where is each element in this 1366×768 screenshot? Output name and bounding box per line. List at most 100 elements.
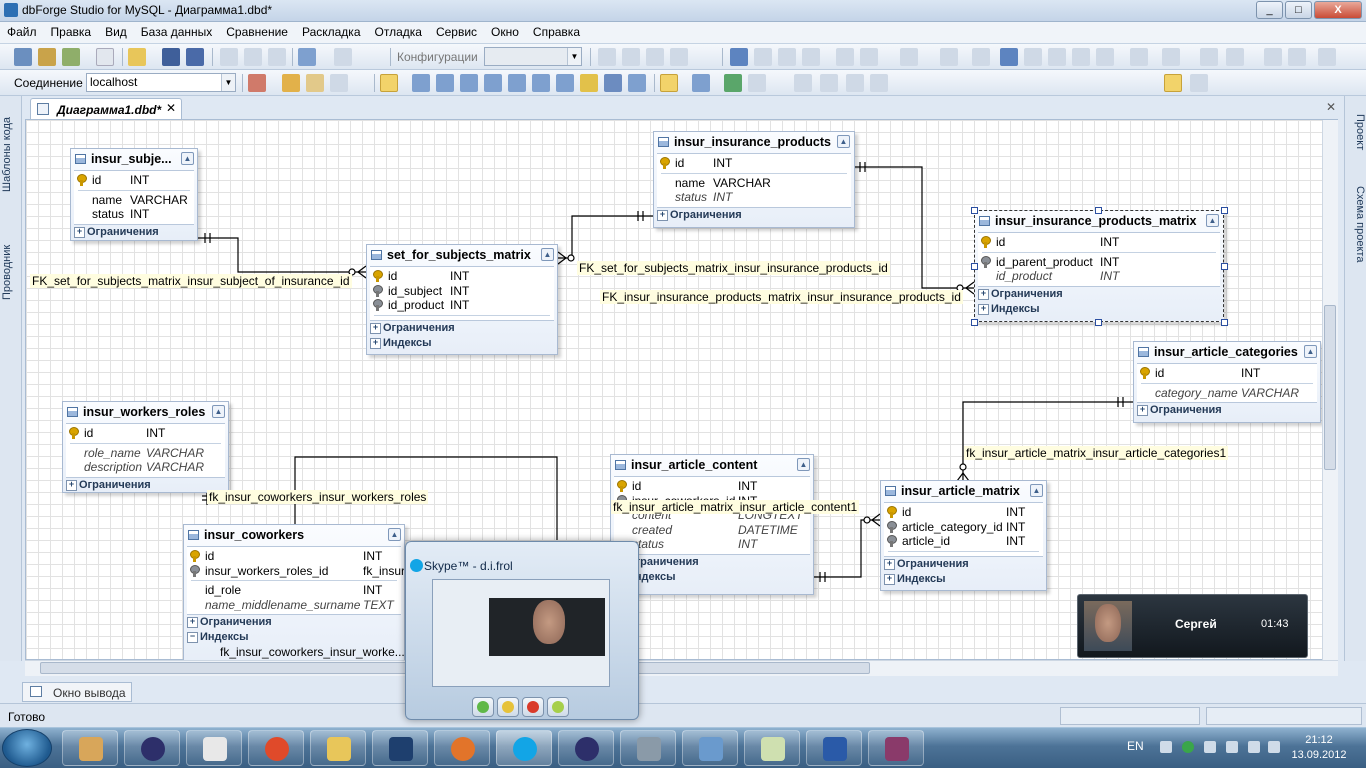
taskbar-security[interactable]: [620, 730, 676, 766]
relation-label[interactable]: fk_insur_coworkers_insur_workers_roles: [207, 490, 429, 504]
new-file-icon[interactable]: [96, 48, 114, 66]
taskbar-chrome[interactable]: [248, 730, 304, 766]
collapse-button[interactable]: ▲: [1304, 345, 1317, 358]
menu-tools[interactable]: Сервис: [435, 25, 478, 39]
align-left-icon[interactable]: [754, 48, 772, 66]
utorrent-icon[interactable]: [1182, 741, 1194, 753]
close-document-button[interactable]: ✕: [1326, 100, 1337, 114]
vertical-scroll-thumb[interactable]: [1324, 305, 1336, 470]
procedure-icon[interactable]: [460, 74, 478, 92]
same-height-icon[interactable]: [972, 48, 990, 66]
relation-label[interactable]: fk_insur_article_matrix_insur_article_co…: [611, 500, 860, 514]
taskbar-photoshop[interactable]: [372, 730, 428, 766]
collapse-button[interactable]: ▲: [797, 458, 810, 471]
menu-file[interactable]: Файл: [7, 25, 37, 39]
step-over-icon[interactable]: [646, 48, 664, 66]
close-window-button[interactable]: X: [1314, 1, 1362, 19]
paste-icon[interactable]: [268, 48, 286, 66]
connection-select[interactable]: localhost▼: [86, 73, 236, 92]
taskbar-explorer[interactable]: [310, 730, 366, 766]
start-button[interactable]: [2, 729, 52, 767]
new-sql-icon[interactable]: [14, 48, 32, 66]
table-icon[interactable]: [412, 74, 430, 92]
open-folder-icon[interactable]: [128, 48, 146, 66]
step-into-icon[interactable]: [622, 48, 640, 66]
relation-icon[interactable]: [556, 74, 574, 92]
note-icon[interactable]: [306, 74, 324, 92]
more-tools-icon[interactable]: [1318, 48, 1336, 66]
selection-handle[interactable]: [971, 319, 978, 326]
zoom-fit-icon[interactable]: [846, 74, 864, 92]
layout-icon[interactable]: [692, 74, 710, 92]
zoom-100-icon[interactable]: [870, 74, 888, 92]
constraints-section[interactable]: Ограничения: [975, 287, 1223, 302]
constraints-section[interactable]: Ограничения: [367, 321, 557, 336]
indexes-section[interactable]: Индексы: [881, 572, 1046, 587]
indexes-section[interactable]: Индексы: [975, 302, 1223, 317]
selection-handle[interactable]: [1221, 207, 1228, 214]
menu-edit[interactable]: Правка: [50, 25, 92, 39]
close-tab-button[interactable]: ✕: [166, 101, 177, 115]
menu-debug[interactable]: Отладка: [374, 25, 422, 39]
space-v-icon[interactable]: [1048, 48, 1066, 66]
align-middle-icon[interactable]: [860, 48, 878, 66]
tab-diagram1[interactable]: Диаграмма1.dbd*: [30, 98, 182, 120]
grid-icon[interactable]: [1264, 48, 1282, 66]
collapse-button[interactable]: ▲: [388, 528, 401, 541]
constraints-section[interactable]: Ограничения: [654, 208, 854, 223]
taskbar-network[interactable]: [682, 730, 738, 766]
collapse-button[interactable]: ▲: [837, 135, 850, 148]
entity-header[interactable]: insur_insurance_products_matrix▲: [975, 211, 1223, 232]
selection-handle[interactable]: [1221, 263, 1228, 270]
new-query-icon[interactable]: [38, 48, 56, 66]
function-icon[interactable]: [484, 74, 502, 92]
note-tool-icon[interactable]: [580, 74, 598, 92]
constraints-section[interactable]: Ограничения: [184, 615, 404, 630]
taskbar-word[interactable]: [806, 730, 862, 766]
volume-icon[interactable]: [1204, 741, 1216, 753]
skype-accept-button[interactable]: [472, 697, 494, 717]
taskbar-notepad[interactable]: [744, 730, 800, 766]
tray-arrow-icon[interactable]: [1160, 741, 1172, 753]
align-top-icon[interactable]: [836, 48, 854, 66]
same-width-icon[interactable]: [940, 48, 958, 66]
group-icon[interactable]: [1130, 48, 1148, 66]
delete-icon[interactable]: [748, 74, 766, 92]
unlock-icon[interactable]: [1226, 48, 1244, 66]
menu-compare[interactable]: Сравнение: [226, 25, 288, 39]
menu-view[interactable]: Вид: [105, 25, 127, 39]
index-row[interactable]: fk_insur_coworkers_insur_worke...: [220, 645, 405, 659]
image-icon[interactable]: [628, 74, 646, 92]
container-icon[interactable]: [660, 74, 678, 92]
entity-header[interactable]: insur_article_matrix▲: [881, 481, 1046, 502]
entity-header[interactable]: insur_workers_roles▲: [63, 402, 228, 423]
save-all-icon[interactable]: [186, 48, 204, 66]
collapse-button[interactable]: ▲: [1206, 214, 1219, 227]
collapse-button[interactable]: ▲: [181, 152, 194, 165]
language-indicator[interactable]: EN: [1127, 739, 1144, 753]
indexes-section[interactable]: Индексы: [367, 336, 557, 351]
edit-icon[interactable]: [282, 74, 300, 92]
selection-handle[interactable]: [1095, 319, 1102, 326]
order-back-icon[interactable]: [1096, 48, 1114, 66]
